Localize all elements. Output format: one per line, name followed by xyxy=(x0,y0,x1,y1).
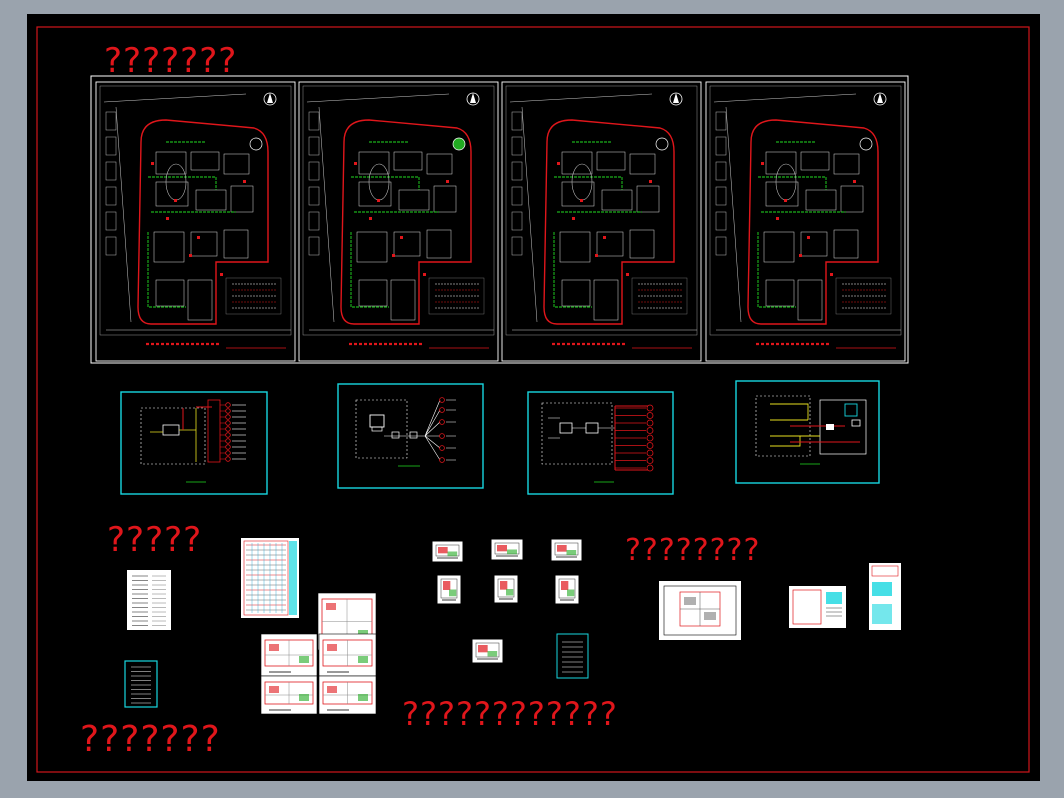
sheet-detail-b[interactable] xyxy=(869,563,901,630)
section-label-c: ???????? xyxy=(625,533,760,568)
floor-plan-5[interactable] xyxy=(318,675,377,715)
site-plan-group xyxy=(90,75,909,364)
section-label-d: ???????????? xyxy=(402,695,618,733)
unit-plan-5[interactable] xyxy=(494,575,518,603)
system-diagram-2[interactable] xyxy=(337,383,484,489)
site-plan-outer-frame xyxy=(90,75,909,364)
sheet-legend-1[interactable] xyxy=(127,570,171,630)
section-label-b: ????? xyxy=(107,520,202,560)
sheet-legend-2[interactable] xyxy=(124,660,158,708)
sheet-unit-plans[interactable] xyxy=(432,539,589,679)
floor-plan-3[interactable] xyxy=(318,633,377,677)
floor-plan-4[interactable] xyxy=(260,675,318,715)
site-plan-sheet-4[interactable] xyxy=(705,81,906,362)
section-label-e: ??????? xyxy=(80,719,221,760)
unit-plan-4[interactable] xyxy=(437,575,461,604)
north-arrow-icon xyxy=(669,92,683,106)
site-plan-sheet-2[interactable] xyxy=(298,81,499,362)
unit-plan-6[interactable] xyxy=(555,575,579,604)
north-arrow-icon xyxy=(263,92,277,106)
system-diagram-4[interactable] xyxy=(735,380,880,484)
floor-plan-2[interactable] xyxy=(260,633,318,677)
site-plan-sheet-1[interactable] xyxy=(95,81,296,362)
unit-plan-7[interactable] xyxy=(472,639,503,663)
system-diagram-1[interactable] xyxy=(120,391,268,495)
north-arrow-icon xyxy=(466,92,480,106)
sheet-building-plan[interactable] xyxy=(659,581,741,640)
sheet-detail-a[interactable] xyxy=(789,586,846,628)
system-diagram-3[interactable] xyxy=(527,391,674,495)
sheet-floor-plans[interactable] xyxy=(260,592,377,715)
unit-plan-3[interactable] xyxy=(551,539,582,561)
unit-plan-1[interactable] xyxy=(432,541,463,562)
section-label-a: ??????? xyxy=(104,41,237,81)
site-plan-sheet-3[interactable] xyxy=(501,81,702,362)
unit-plan-8[interactable] xyxy=(556,633,589,679)
outer-frame xyxy=(36,26,1030,773)
camera-icon xyxy=(369,414,385,432)
north-arrow-icon xyxy=(873,92,887,106)
unit-plan-2[interactable] xyxy=(491,539,523,560)
drawing-canvas[interactable] xyxy=(27,14,1040,781)
sheet-riser-diagram[interactable] xyxy=(241,538,299,618)
